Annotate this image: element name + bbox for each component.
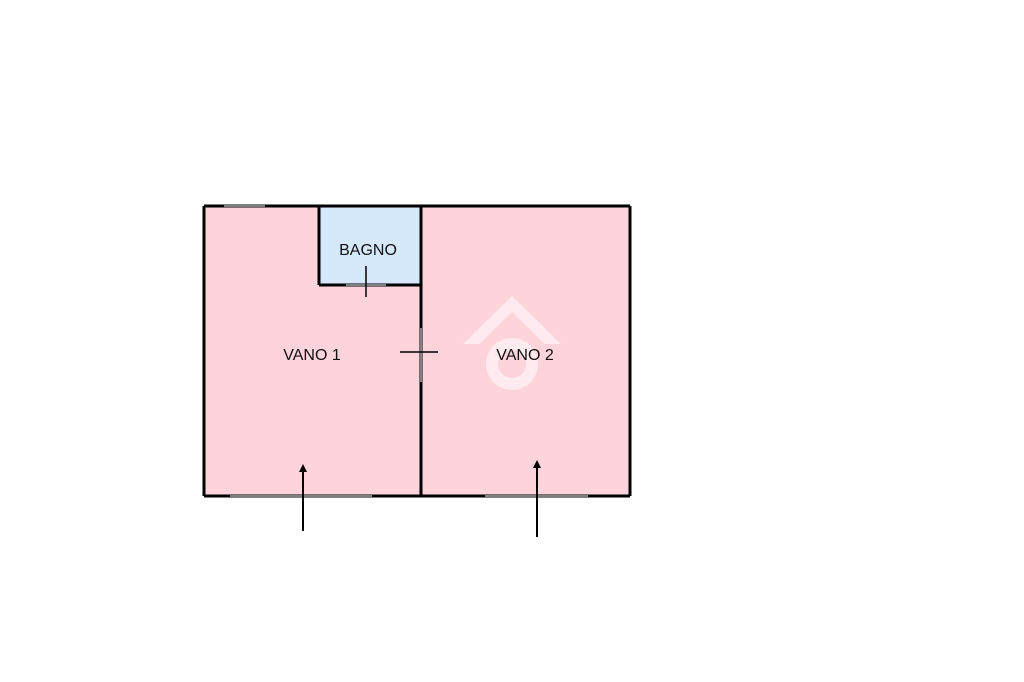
house-logo-icon [463,296,561,390]
arrow-up-icon [533,460,541,537]
room-label-vano-2: VANO 2 [496,347,554,364]
room-label-bagno: BAGNO [339,242,397,259]
arrow-up-icon [299,464,307,531]
room-label-vano-1: VANO 1 [283,347,341,364]
room-bagno [319,206,421,285]
